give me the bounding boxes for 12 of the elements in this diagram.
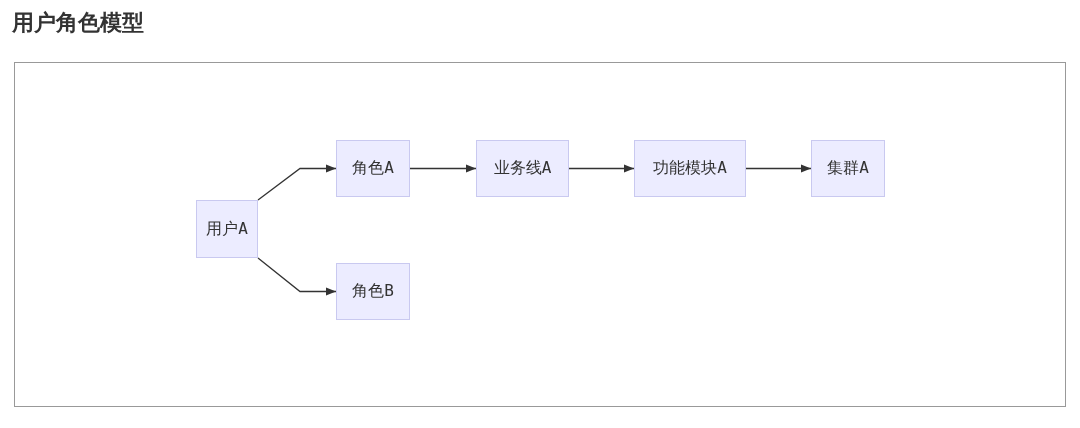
arrow (568, 164, 635, 173)
process-box: 集群A (811, 140, 885, 197)
process-box: 功能模块A (634, 140, 746, 197)
heading: 用户角色模型 (12, 9, 144, 37)
process-box: 角色B (336, 263, 410, 320)
process-box: 角色A (336, 140, 410, 197)
process-box: 用户A (196, 200, 258, 258)
process-box: 业务线A (476, 140, 569, 197)
arrow (257, 257, 337, 296)
arrow (745, 164, 812, 173)
arrow (409, 164, 477, 173)
arrow (257, 164, 337, 201)
